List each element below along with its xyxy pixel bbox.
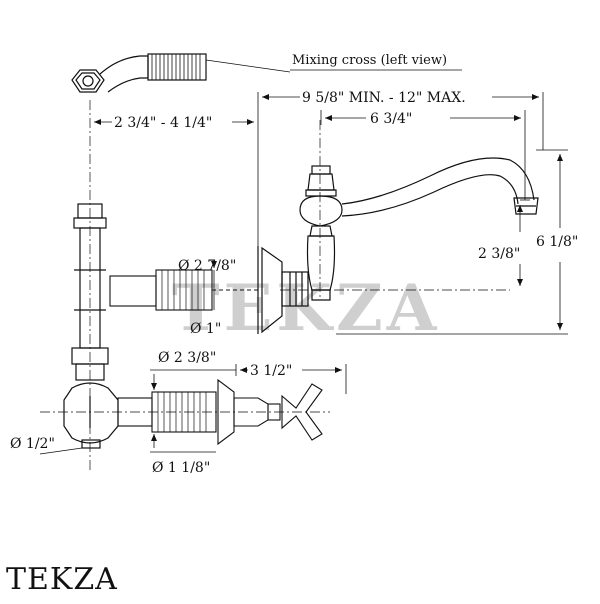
dim-spout-reach	[320, 110, 526, 200]
dim-spout-span-text: 9 5/8" MIN. - 12" MAX.	[302, 90, 466, 106]
dim-valve-flange-dia-text: Ø 2 3/8"	[158, 350, 216, 366]
lower-valve-assembly	[117, 378, 323, 446]
spout-assembly	[281, 157, 539, 307]
dim-spout-height-text: 2 3/8"	[478, 246, 520, 262]
watermark: TEKZA	[172, 271, 440, 346]
dim-lower-valve	[39, 364, 347, 455]
left-pipe-assembly	[63, 203, 119, 449]
dim-flange-dia-text: Ø 2 7/8"	[178, 258, 236, 274]
brand-footer: TEKZA	[6, 562, 118, 597]
mixing-cross-detail	[71, 53, 291, 93]
spout-supply-pipe	[109, 269, 258, 311]
dim-inlet-dia-text: Ø 1/2"	[10, 436, 55, 452]
dim-valve-body-dia-text: Ø 1 1/8"	[152, 460, 210, 476]
dim-total-height-text: 6 1/8"	[536, 234, 578, 250]
dim-spout-span	[257, 92, 544, 250]
dim-valve-depth-text: 3 1/2"	[250, 363, 292, 379]
dim-inlet-range-text: 2 3/4" - 4 1/4"	[114, 115, 212, 131]
dim-pipe-dia-text: Ø 1"	[190, 321, 221, 337]
dim-spout-reach-text: 6 3/4"	[370, 111, 412, 127]
dim-heights	[336, 149, 568, 335]
mixing-cross-label: Mixing cross (left view)	[292, 53, 447, 68]
